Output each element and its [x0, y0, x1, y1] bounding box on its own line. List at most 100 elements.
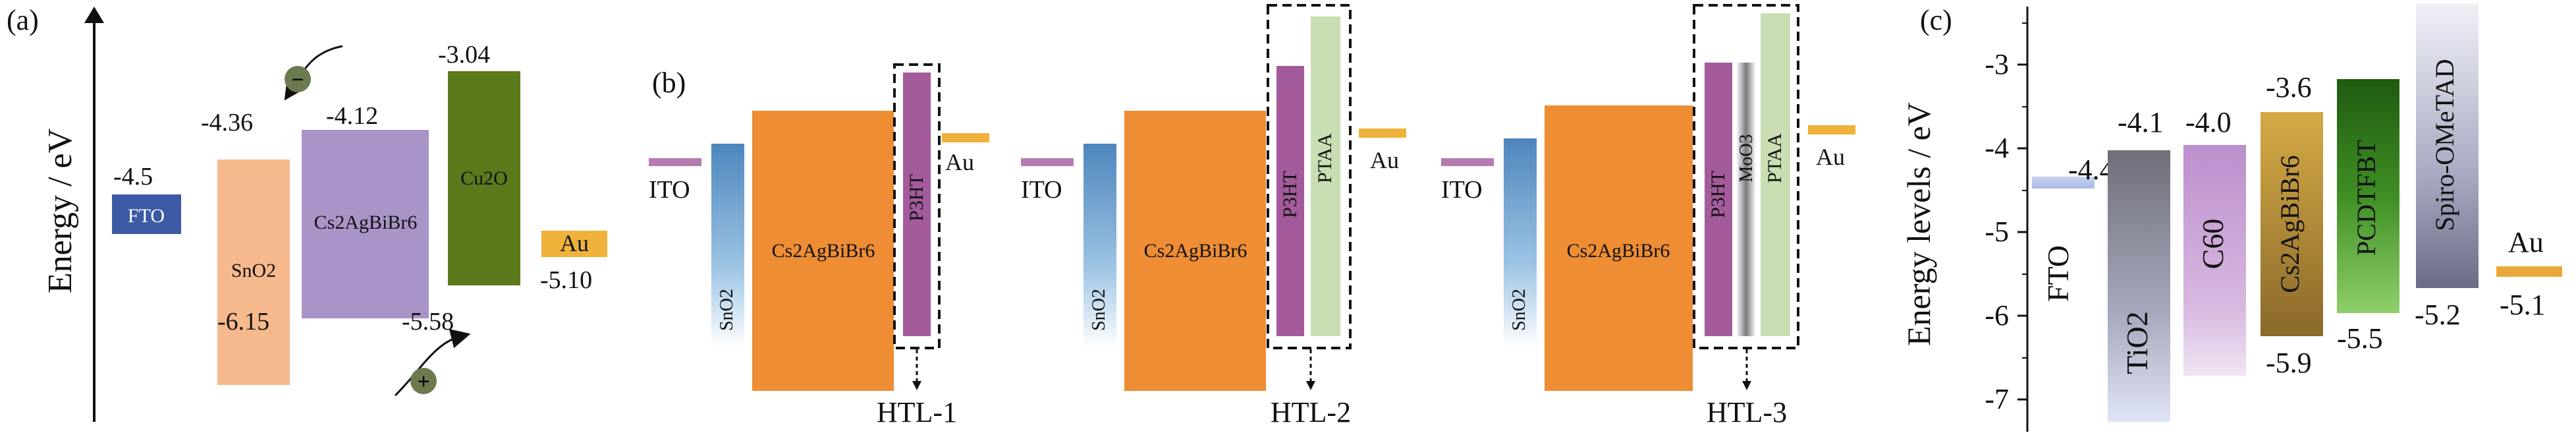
hole-arrow — [394, 329, 471, 397]
sno2-label: SnO2 — [717, 289, 737, 331]
panel-a-axis-arrow — [84, 7, 104, 23]
sno2-label: SnO2 — [1509, 289, 1529, 331]
p3ht-label: P3HT — [1279, 171, 1301, 218]
spiro-ometad-bar-label: Spiro-OMeTAD — [2430, 59, 2459, 231]
c60-bar — [2183, 145, 2246, 376]
panel-c-ticks: -3 -4 -5 -6 -7 — [1985, 22, 2027, 415]
ito-label: ITO — [649, 176, 690, 204]
htl-box — [893, 63, 941, 349]
ytick-label: -4 — [1985, 132, 2009, 164]
ytick-label: -7 — [1985, 383, 2009, 415]
ytick-label: -5 — [1985, 216, 2009, 248]
spiro-ometad-bar — [2416, 3, 2479, 288]
tio2-top-value: -4.1 — [2118, 106, 2164, 138]
panel-c: (c) Energy levels / eV -3 -4 -5 -6 -7 FT… — [1900, 3, 2562, 432]
minus-charge-icon — [285, 66, 311, 92]
cs-top-value: -4.12 — [326, 102, 378, 130]
panel-a-tag: (a) — [7, 4, 39, 36]
au-level — [541, 231, 607, 257]
fto-label: FTO — [128, 205, 165, 227]
pcdtfbt-bottom-value: -5.5 — [2337, 322, 2383, 355]
au-layer — [1808, 125, 1855, 134]
spiro-bottom-value: -5.2 — [2415, 299, 2461, 331]
minus-sign: − — [291, 68, 304, 92]
cu2o-label: Cu2O — [460, 167, 508, 189]
au-label: Au — [1816, 144, 1845, 170]
htl-pointer-head — [1742, 381, 1751, 390]
ito-label: ITO — [1021, 176, 1062, 204]
p3ht-layer — [1705, 63, 1732, 336]
p3ht-label: P3HT — [906, 174, 927, 221]
sno2-bottom-value: -6.15 — [217, 308, 269, 336]
fto-top-value: -4.4 — [2068, 154, 2114, 186]
device-htl-2: ITO SnO2 Cs2AgBiBr6 P3HT PTAA Au HTL-2 — [1021, 4, 1406, 428]
cs2agbibr6-layer — [1124, 111, 1266, 391]
cs2agbibr6-bar-label: Cs2AgBiBr6 — [2275, 156, 2305, 293]
htl-caption: HTL-3 — [1707, 396, 1787, 428]
fto-value: -4.5 — [113, 163, 153, 190]
cs2agbibr6-layer — [1545, 105, 1693, 391]
sno2-label: SnO2 — [1089, 289, 1109, 331]
c60-bar-label: C60 — [2196, 219, 2230, 270]
au-bottom-value: -5.1 — [2500, 289, 2546, 321]
panel-c-tag: (c) — [1920, 4, 1952, 36]
fto-level — [112, 194, 181, 234]
ptaa-label: PTAA — [1314, 133, 1336, 183]
sno2-block — [217, 160, 290, 385]
cs2agbibr6-label: Cs2AgBiBr6 — [1567, 240, 1670, 262]
cs2agbibr6-block — [302, 130, 429, 318]
ytick-label: -3 — [1985, 48, 2009, 80]
htl-pointer-head — [1306, 381, 1315, 390]
cu2o-top-value: -3.04 — [438, 41, 490, 69]
cs2agbibr6-bar — [2261, 112, 2323, 336]
plus-charge-icon — [410, 368, 437, 394]
pcdtfbt-bar-label: PCDTFBT — [2351, 140, 2381, 256]
htl-pointer-head — [912, 381, 921, 390]
sno2-top-value: -4.36 — [201, 109, 253, 136]
panel-a: (a) Energy / eV FTO -4.5 SnO2 -4.36 -6.1… — [7, 4, 607, 422]
cu2o-block — [448, 71, 520, 285]
cs2agbibr6-layer — [752, 111, 894, 391]
ytick-label: -6 — [1985, 299, 2009, 332]
p3ht-label: P3HT — [1707, 171, 1729, 218]
htl-box — [1267, 4, 1352, 349]
plus-sign: + — [417, 370, 429, 394]
panel-b-tag: (b) — [652, 67, 686, 99]
fto-bar — [2032, 177, 2095, 189]
ito-layer — [1021, 158, 1074, 166]
ito-layer — [649, 158, 701, 166]
au-bar — [2496, 266, 2562, 277]
pcdtfbt-bar — [2337, 79, 2399, 313]
au-label: Au — [1370, 147, 1399, 173]
panel-b: (b) ITO SnO2 Cs2AgBiBr6 P3HT Au HTL-1 IT… — [649, 4, 1855, 428]
au-bar-label: Au — [2508, 226, 2544, 258]
htl-box — [1693, 4, 1799, 349]
ptaa-layer — [1761, 13, 1790, 336]
p3ht-layer — [903, 73, 931, 336]
au-layer — [1359, 129, 1406, 138]
cs-bottom-value: -5.9 — [2266, 347, 2312, 379]
sno2-layer — [1083, 144, 1116, 348]
sno2-label: SnO2 — [231, 260, 276, 281]
tio2-bar-label: TiO2 — [2120, 311, 2154, 374]
cs2agbibr6-label: Cs2AgBiBr6 — [772, 240, 875, 262]
panel-c-ylabel: Energy levels / eV — [1900, 102, 1937, 346]
c60-top-value: -4.0 — [2185, 106, 2232, 138]
moo3-layer — [1736, 63, 1756, 336]
cs2agbibr6-label: Cs2AgBiBr6 — [1144, 240, 1247, 262]
htl-caption: HTL-1 — [877, 396, 957, 428]
device-htl-3: ITO SnO2 Cs2AgBiBr6 P3HT MoO3 PTAA Au HT… — [1441, 4, 1855, 428]
sno2-layer — [711, 144, 744, 348]
device-htl-1: ITO SnO2 Cs2AgBiBr6 P3HT Au HTL-1 — [649, 63, 989, 428]
ptaa-layer — [1311, 16, 1340, 336]
panel-a-ylabel: Energy / eV — [41, 129, 79, 293]
cs-bottom-value: -5.58 — [402, 308, 454, 336]
cs2agbibr6-label: Cs2AgBiBr6 — [314, 212, 418, 233]
ito-layer — [1441, 158, 1494, 166]
ito-label: ITO — [1441, 176, 1483, 204]
fto-bar-label: FTO — [2041, 245, 2075, 302]
au-layer — [942, 133, 989, 142]
au-value: -5.10 — [540, 266, 592, 294]
moo3-label: MoO3 — [1736, 134, 1757, 182]
